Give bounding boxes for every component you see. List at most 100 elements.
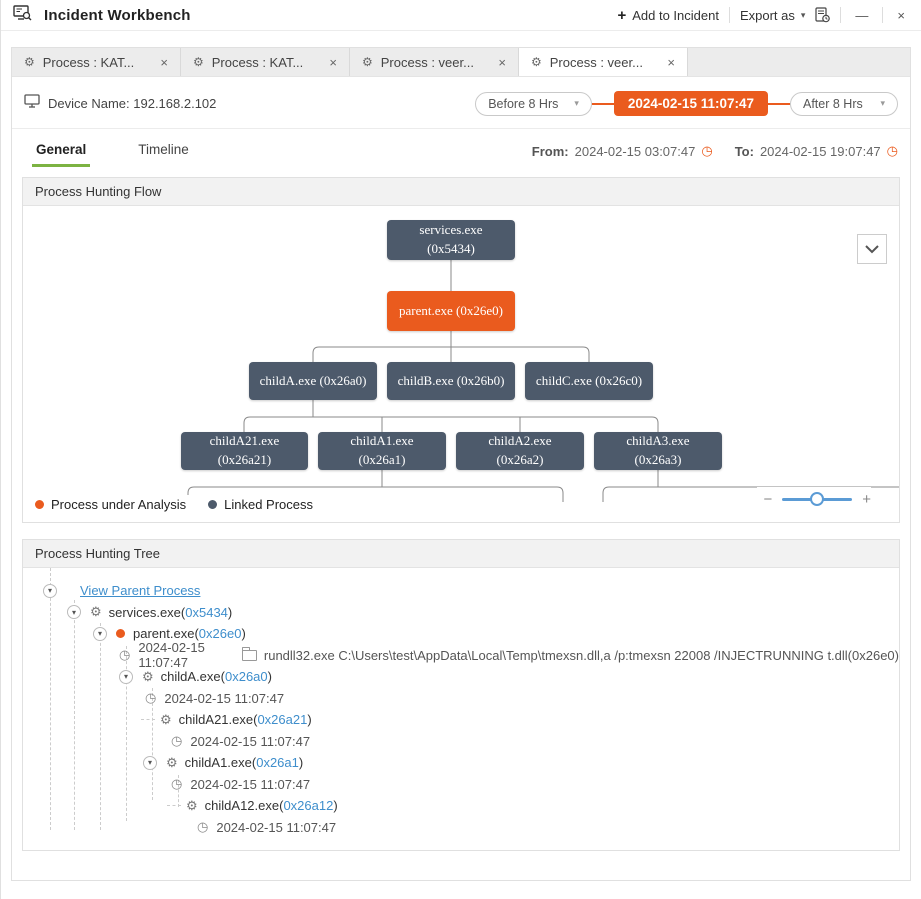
- process-name: childA12.exe: [204, 798, 280, 814]
- slate-dot-icon: [208, 500, 218, 509]
- tree-row-childA21-detail: ◷ 2024-02-15 11:07:47: [171, 731, 899, 753]
- process-gear-icon: ⚙: [193, 55, 204, 69]
- clock-icon: ◷: [701, 143, 713, 158]
- flow-node-childA3[interactable]: childA3.exe (0x26a3): [594, 432, 722, 470]
- close-icon[interactable]: ×: [667, 54, 675, 70]
- clock-icon: ◷: [171, 733, 183, 749]
- flow-node-childA[interactable]: childA.exe (0x26a0): [249, 362, 377, 400]
- caret-icon[interactable]: ▾: [43, 583, 57, 598]
- flow-node-childC[interactable]: childC.exe (0x26c0): [525, 362, 653, 400]
- pivot-connector-right: [768, 102, 790, 105]
- clock-icon: ◷: [886, 143, 898, 158]
- process-pid[interactable]: 0x26a1: [252, 755, 303, 770]
- tab-process-3[interactable]: ⚙ Process : veer... ×: [350, 48, 519, 76]
- after-hours-dropdown[interactable]: After 8 Hrs ▾: [790, 91, 898, 116]
- zoom-slider[interactable]: [782, 492, 853, 506]
- close-icon[interactable]: ×: [498, 54, 506, 70]
- minimize-button[interactable]: —: [855, 7, 869, 23]
- process-command-line: rundll32.exe C:\Users\test\AppData\Local…: [263, 647, 899, 663]
- collapse-flow-button[interactable]: [857, 234, 887, 264]
- analysis-dot-icon: [116, 629, 125, 639]
- tab-label: Process : KAT...: [42, 54, 135, 70]
- workbench-tabstrip: ⚙ Process : KAT... × ⚙ Process : KAT... …: [12, 48, 910, 77]
- export-as-label: Export as: [739, 7, 795, 23]
- tab-process-2[interactable]: ⚙ Process : KAT... ×: [181, 48, 350, 76]
- tree-row-childA1-detail: ◷ 2024-02-15 11:07:47: [171, 774, 899, 796]
- process-tree: ▾ View Parent Process ▾ ⚙ services.exe0x…: [23, 568, 899, 850]
- process-timestamp: 2024-02-15 11:07:47: [138, 640, 205, 671]
- process-pid[interactable]: 0x26a0: [221, 669, 272, 684]
- clock-icon: ◷: [197, 819, 209, 835]
- process-name: childA1.exe: [184, 755, 252, 771]
- tree-row-childA12[interactable]: ⚙ childA12.exe0x26a12: [167, 795, 899, 817]
- caret-icon[interactable]: ▾: [119, 669, 133, 684]
- workbench-icon: [13, 4, 32, 26]
- caret-down-icon: ▾: [800, 9, 806, 20]
- caret-icon[interactable]: ▾: [143, 755, 157, 770]
- tree-guide-line: [152, 688, 153, 800]
- caret-down-icon: ▾: [574, 98, 579, 108]
- flow-node-childA21[interactable]: childA21.exe (0x26a21): [181, 432, 308, 470]
- close-icon[interactable]: ×: [329, 54, 337, 70]
- process-name: childA.exe: [160, 669, 221, 685]
- flow-node-parent[interactable]: parent.exe (0x26e0): [387, 291, 515, 331]
- legend-label: Linked Process: [224, 497, 314, 512]
- tree-dash: [141, 719, 155, 721]
- close-button[interactable]: ×: [897, 7, 905, 23]
- legend-linked-process: Linked Process: [208, 497, 313, 512]
- add-to-incident-button[interactable]: + Add to Incident: [617, 7, 719, 24]
- plus-icon: +: [617, 6, 627, 24]
- history-report-icon[interactable]: [815, 7, 831, 23]
- workbench-shell: ⚙ Process : KAT... × ⚙ Process : KAT... …: [11, 47, 911, 881]
- flow-node-childB[interactable]: childB.exe (0x26b0): [387, 362, 515, 400]
- close-icon[interactable]: ×: [160, 54, 168, 70]
- device-row: Device Name: 192.168.2.102 Before 8 Hrs …: [12, 77, 910, 129]
- process-timestamp: 2024-02-15 11:07:47: [164, 690, 285, 706]
- export-as-button[interactable]: Export as ▾: [740, 8, 805, 23]
- zoom-in-button[interactable]: +: [862, 491, 871, 508]
- pivot-time-badge: 2024-02-15 11:07:47: [613, 91, 768, 116]
- view-parent-process-link[interactable]: View Parent Process: [80, 583, 201, 599]
- to-label: To:: [734, 143, 754, 159]
- process-pid[interactable]: 0x26a21: [253, 712, 312, 727]
- tab-general[interactable]: General: [32, 142, 91, 167]
- process-pid[interactable]: 0x26a12: [279, 798, 338, 813]
- tree-row-view-parent: ▾ View Parent Process: [43, 580, 899, 602]
- legend-process-under-analysis: Process under Analysis: [35, 497, 186, 512]
- process-gear-icon: ⚙: [362, 55, 373, 69]
- tree-dash: [167, 805, 181, 807]
- zoom-slider-handle[interactable]: [810, 492, 825, 506]
- flow-canvas[interactable]: services.exe (0x5434) parent.exe (0x26e0…: [23, 206, 899, 522]
- process-name: childA21.exe: [178, 712, 254, 728]
- device-name: Device Name: 192.168.2.102: [48, 96, 217, 111]
- tree-row-childA[interactable]: ▾ ⚙ childA.exe0x26a0: [119, 666, 899, 688]
- tab-timeline[interactable]: Timeline: [138, 141, 189, 157]
- tab-label: Process : KAT...: [211, 54, 304, 70]
- zoom-out-button[interactable]: −: [763, 491, 773, 508]
- before-hours-dropdown[interactable]: Before 8 Hrs ▾: [475, 91, 592, 116]
- flow-node-childA1[interactable]: childA1.exe (0x26a1): [318, 432, 446, 470]
- tree-row-childA1[interactable]: ▾ ⚙ childA1.exe0x26a1: [143, 752, 899, 774]
- flow-node-services[interactable]: services.exe (0x5434): [387, 220, 515, 260]
- process-gear-icon: ⚙: [186, 797, 198, 813]
- before-hours-value: Before 8 Hrs: [488, 96, 559, 111]
- tree-row-services[interactable]: ▾ ⚙ services.exe0x5434: [67, 602, 899, 624]
- divider: [728, 7, 730, 23]
- caret-icon[interactable]: ▾: [67, 605, 81, 620]
- orange-dot-icon: [35, 500, 44, 509]
- flow-node-childA2[interactable]: childA2.exe (0x26a2): [456, 432, 584, 470]
- flow-panel-title: Process Hunting Flow: [23, 178, 899, 206]
- to-value: 2024-02-15 19:07:47: [759, 143, 881, 159]
- tree-row-parent[interactable]: ▾ parent.exe0x26e0: [93, 623, 899, 645]
- caret-icon[interactable]: ▾: [93, 626, 107, 641]
- from-label: From:: [531, 143, 569, 159]
- tab-process-1[interactable]: ⚙ Process : KAT... ×: [12, 48, 181, 76]
- process-pid[interactable]: 0x26e0: [194, 626, 245, 641]
- process-gear-icon: ⚙: [142, 668, 154, 684]
- tab-process-4-active[interactable]: ⚙ Process : veer... ×: [519, 48, 688, 76]
- tree-row-childA21[interactable]: ⚙ childA21.exe0x26a21: [141, 709, 899, 731]
- flow-connectors: [187, 260, 899, 502]
- process-pid[interactable]: 0x5434: [181, 605, 232, 620]
- process-gear-icon: ⚙: [166, 754, 178, 770]
